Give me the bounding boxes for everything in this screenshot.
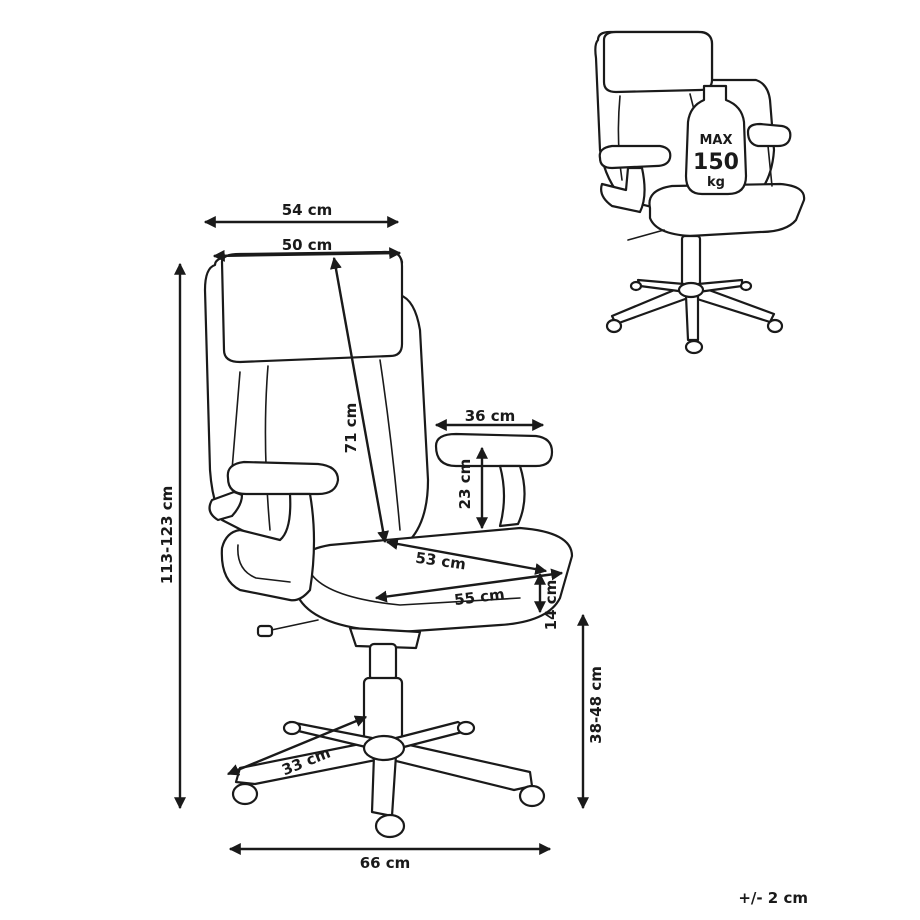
label-seat-thickness: 14 cm xyxy=(542,580,560,631)
max-load-unit: kg xyxy=(707,175,725,190)
caster-front xyxy=(374,813,406,839)
label-backrest-height: 71 cm xyxy=(342,403,360,454)
left-armrest-inner xyxy=(237,544,291,583)
weight-badge-icon xyxy=(684,84,748,196)
dim-line-base-radius xyxy=(226,715,368,776)
max-load-value: 150 xyxy=(693,150,739,175)
left-armrest-support xyxy=(208,490,244,522)
preview-headrest xyxy=(602,30,714,94)
label-armrest-height: 23 cm xyxy=(456,459,474,510)
right-armrest-pad xyxy=(434,432,554,468)
preview-chair-drawing: MAX 150 kg xyxy=(594,30,806,355)
caster-back-left xyxy=(282,720,302,736)
dim-line-backrest-width xyxy=(212,247,402,262)
label-total-height: 113-123 cm xyxy=(158,486,176,585)
max-load-label: MAX xyxy=(699,133,732,148)
dim-line-seat-width xyxy=(374,568,564,603)
tolerance-note: +/- 2 cm xyxy=(738,889,808,907)
preview-caster-left xyxy=(605,318,623,334)
seat-cushion xyxy=(297,526,574,634)
label-armrest-length: 36 cm xyxy=(465,407,516,425)
preview-back-panel xyxy=(617,95,623,181)
caster-back-right xyxy=(456,720,476,736)
caster-left xyxy=(231,782,259,806)
preview-seat xyxy=(648,182,806,238)
preview-base-hub xyxy=(677,281,705,299)
dim-line-backrest-height xyxy=(330,256,389,544)
label-overall-width: 54 cm xyxy=(282,201,333,219)
preview-right-arm-post xyxy=(767,145,773,187)
gas-lift-cover xyxy=(362,676,404,744)
dim-line-seat-depth xyxy=(385,538,548,575)
back-panel-center xyxy=(264,365,271,531)
preview-gas-lift xyxy=(680,234,702,290)
preview-left-arm-loop xyxy=(600,166,646,214)
preview-right-armrest xyxy=(746,122,792,148)
seat-mechanism xyxy=(348,626,422,650)
preview-caster-right xyxy=(766,318,784,334)
preview-caster-back-left xyxy=(629,280,643,292)
preview-base-leg-front xyxy=(684,294,700,342)
tilt-lever-knob xyxy=(256,624,274,638)
caster-right xyxy=(518,784,546,808)
base-leg-right xyxy=(390,740,534,792)
left-armrest-pad xyxy=(226,460,340,496)
label-seat-height: 38-48 cm xyxy=(587,666,605,744)
base-hub xyxy=(362,734,406,762)
seat-seam xyxy=(311,574,521,606)
preview-tilt-lever xyxy=(627,229,665,241)
preview-left-armrest xyxy=(598,144,672,170)
main-chair-drawing xyxy=(203,250,574,839)
headrest xyxy=(220,250,404,364)
preview-base-leg-back-right xyxy=(696,278,744,294)
left-armrest-loop xyxy=(220,492,316,602)
right-armrest-post xyxy=(498,464,526,528)
label-backrest-width: 50 cm xyxy=(282,236,333,254)
preview-caster-back-right xyxy=(739,280,753,292)
preview-caster-front xyxy=(684,339,704,355)
dimension-lines xyxy=(174,216,589,855)
base-leg-front xyxy=(370,753,398,818)
gas-lift-upper xyxy=(368,642,398,682)
label-base-width: 66 cm xyxy=(360,854,411,872)
